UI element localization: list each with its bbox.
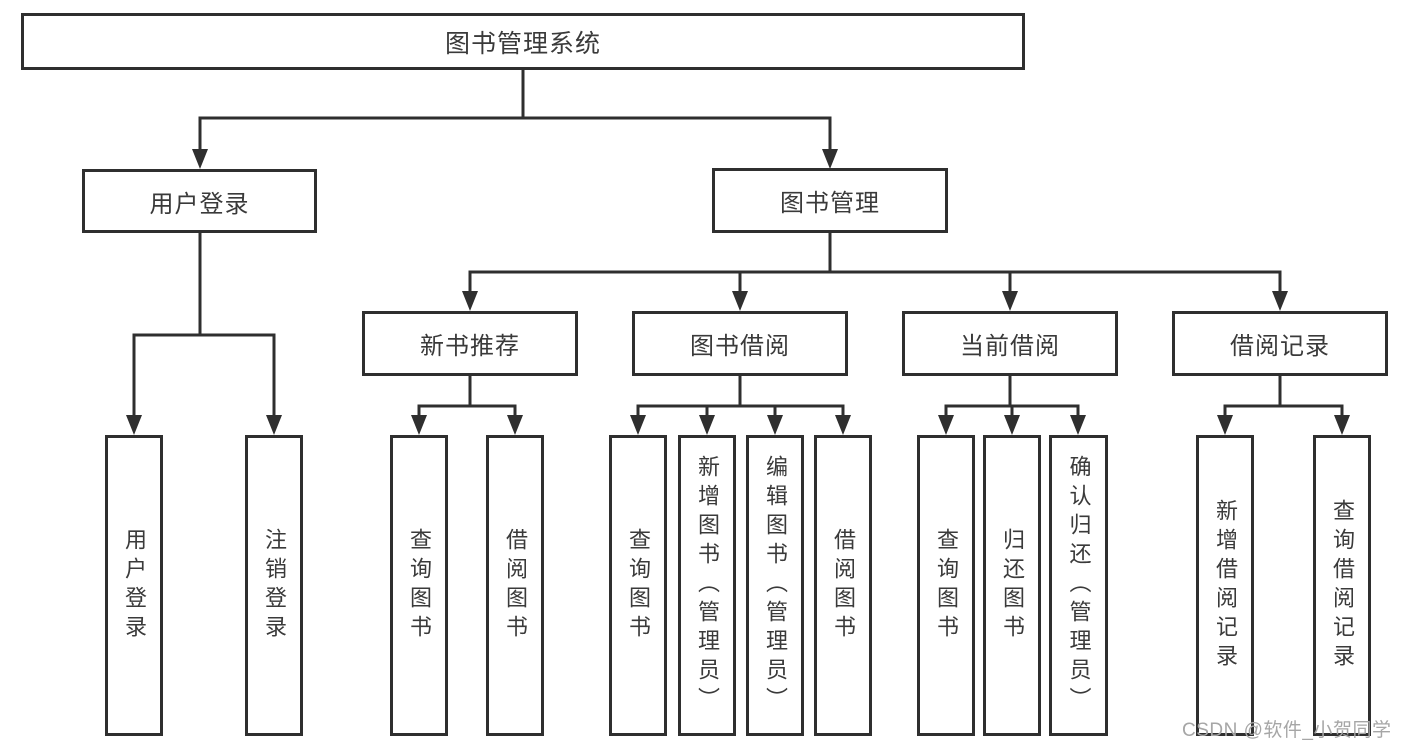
- leaf-borrow-books-recommend: 借阅图书: [486, 435, 544, 736]
- leaf-label: 归还图书: [1000, 527, 1025, 644]
- leaf-user-login: 用户登录: [105, 435, 163, 736]
- leaf-label: 查询图书: [934, 527, 959, 644]
- leaf-borrow-books: 借阅图书: [814, 435, 872, 736]
- leaf-label: 新增借阅记录: [1213, 498, 1238, 673]
- arrow-icon: [1002, 291, 1018, 311]
- node-library-management-system: 图书管理系统: [21, 13, 1025, 70]
- leaf-label: 借阅图书: [831, 527, 856, 644]
- leaf-label: 编辑图书（管理员）: [763, 455, 788, 716]
- leaf-label: 查询图书: [407, 527, 432, 644]
- arrow-icon: [411, 415, 427, 435]
- node-user-login: 用户登录: [82, 169, 317, 233]
- node-book-management: 图书管理: [712, 168, 948, 233]
- arrow-icon: [1070, 415, 1086, 435]
- leaf-logout: 注销登录: [245, 435, 303, 736]
- arrow-icon: [1217, 415, 1233, 435]
- leaf-label: 注销登录: [262, 527, 287, 644]
- leaf-label: 新增图书（管理员）: [695, 455, 720, 716]
- arrow-icon: [938, 415, 954, 435]
- arrow-icon: [699, 415, 715, 435]
- node-book-borrow: 图书借阅: [632, 311, 848, 376]
- leaf-label: 借阅图书: [503, 527, 528, 644]
- leaf-label: 确认归还（管理员）: [1066, 455, 1092, 716]
- arrow-icon: [507, 415, 523, 435]
- arrow-icon: [1272, 291, 1288, 311]
- leaf-query-borrow-record: 查询借阅记录: [1313, 435, 1371, 736]
- arrowheads: [126, 149, 1350, 435]
- leaf-query-books-borrow: 查询图书: [609, 435, 667, 736]
- csdn-watermark: CSDN @软件_小贺同学: [1182, 720, 1392, 741]
- node-new-book-recommend: 新书推荐: [362, 311, 578, 376]
- leaf-add-borrow-record: 新增借阅记录: [1196, 435, 1254, 736]
- leaf-label: 查询借阅记录: [1330, 498, 1355, 673]
- leaf-edit-book-admin: 编辑图书（管理员）: [746, 435, 804, 736]
- connector-paths: [132, 70, 1344, 416]
- leaf-confirm-return-admin: 确认归还（管理员）: [1049, 435, 1108, 736]
- arrow-icon: [835, 415, 851, 435]
- leaf-query-books-recommend: 查询图书: [390, 435, 448, 736]
- arrow-icon: [192, 149, 208, 169]
- leaf-add-book-admin: 新增图书（管理员）: [678, 435, 736, 736]
- arrow-icon: [462, 291, 478, 311]
- node-borrow-records: 借阅记录: [1172, 311, 1388, 376]
- leaf-label: 用户登录: [122, 527, 147, 644]
- arrow-icon: [767, 415, 783, 435]
- node-current-borrow: 当前借阅: [902, 311, 1118, 376]
- arrow-icon: [630, 415, 646, 435]
- arrow-icon: [822, 149, 838, 169]
- leaf-query-books-current: 查询图书: [917, 435, 975, 736]
- arrow-icon: [126, 415, 142, 435]
- leaf-label: 查询图书: [626, 527, 651, 644]
- arrow-icon: [732, 291, 748, 311]
- arrow-icon: [266, 415, 282, 435]
- leaf-return-books: 归还图书: [983, 435, 1041, 736]
- arrow-icon: [1334, 415, 1350, 435]
- arrow-icon: [1004, 415, 1020, 435]
